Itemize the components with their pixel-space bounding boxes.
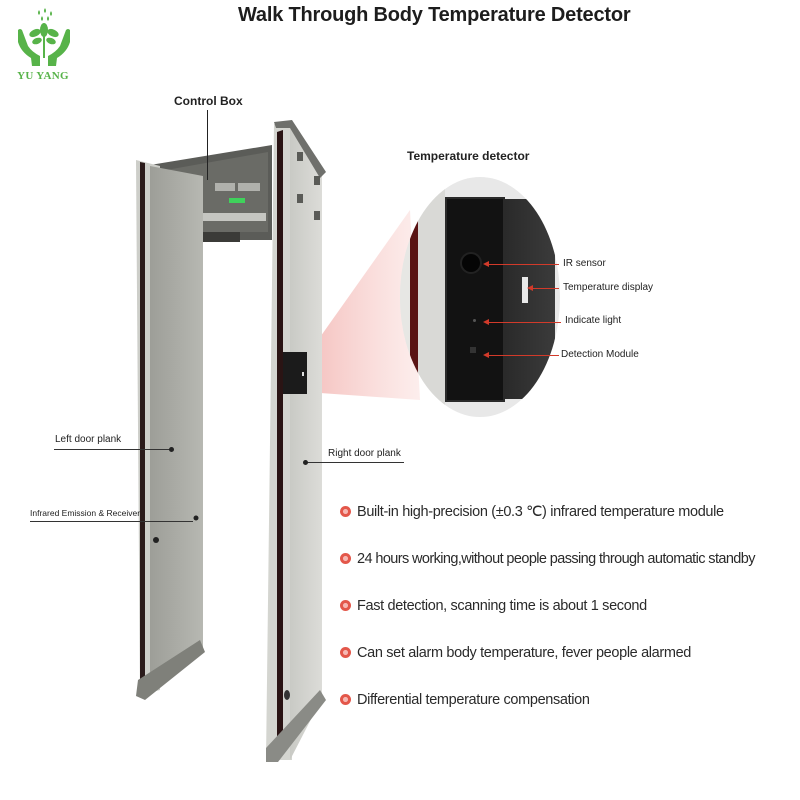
indicate-light-label: Indicate light <box>565 315 622 326</box>
right-door-plank-pointer <box>303 460 308 465</box>
feature-item: Built-in high-precision (±0.3 ℃) infrare… <box>340 488 795 535</box>
indicate-light <box>473 319 476 322</box>
feature-item: Fast detection, scanning time is about 1… <box>340 582 795 629</box>
control-box-leader <box>207 110 208 180</box>
right-door-plank-underline <box>306 462 404 463</box>
feature-text: Differential temperature compensation <box>357 691 590 708</box>
ir-sensor-lens <box>460 252 482 274</box>
control-box-label: Control Box <box>174 94 243 108</box>
door-edge <box>400 177 445 417</box>
infrared-emission-receiver-label: Infrared Emission & Receiver <box>30 508 141 518</box>
ir-sensor-arrow <box>483 261 489 267</box>
ir-sensor-label: IR sensor <box>563 258 606 269</box>
feature-item: Differential temperature compensation <box>340 676 795 723</box>
feature-text: Can set alarm body temperature, fever pe… <box>357 644 692 661</box>
detection-module-hole <box>470 347 476 353</box>
right-door-plank-label: Right door plank <box>328 448 401 459</box>
feature-item: Can set alarm body temperature, fever pe… <box>340 629 795 676</box>
indicate-light-arrow <box>483 319 489 325</box>
temperature-display-arrow <box>527 285 533 291</box>
bullet-circle-icon <box>340 600 351 611</box>
left-door-plank-pointer <box>169 447 174 452</box>
left-door-plank-label: Left door plank <box>55 434 122 445</box>
temperature-display-leader <box>533 288 559 289</box>
bullet-circle-icon <box>340 553 351 564</box>
feature-text: Fast detection, scanning time is about 1… <box>357 597 647 614</box>
temperature-detector-zoom <box>400 177 560 417</box>
bullet-circle-icon <box>340 506 351 517</box>
ir-sensor-leader <box>489 264 559 265</box>
brand-name: YU YANG <box>17 70 69 82</box>
page-title: Walk Through Body Temperature Detector <box>238 4 631 26</box>
detector-box <box>445 197 505 402</box>
brand-logo: YU YANG <box>8 6 78 88</box>
hands-holding-plant-icon <box>18 8 70 66</box>
indicate-light-leader <box>489 322 561 323</box>
feature-list: Built-in high-precision (±0.3 ℃) infrare… <box>340 488 795 723</box>
temperature-display-label: Temperature display <box>563 282 654 293</box>
bullet-circle-icon <box>340 694 351 705</box>
detection-module-label: Detection Module <box>561 349 639 360</box>
bullet-circle-icon <box>340 647 351 658</box>
detection-module-arrow <box>483 352 489 358</box>
feature-text: Built-in high-precision (±0.3 ℃) infrare… <box>357 503 724 520</box>
feature-item: 24 hours working,without people passing … <box>340 535 795 582</box>
left-door-plank-underline <box>54 449 172 450</box>
infrared-emission-receiver-underline <box>30 521 193 522</box>
temperature-display-window <box>522 277 528 303</box>
temperature-detector-heading: Temperature detector <box>407 149 530 163</box>
detection-module-leader <box>489 355 559 356</box>
detector-box-side <box>505 199 555 399</box>
feature-text: 24 hours working,without people passing … <box>357 550 755 567</box>
